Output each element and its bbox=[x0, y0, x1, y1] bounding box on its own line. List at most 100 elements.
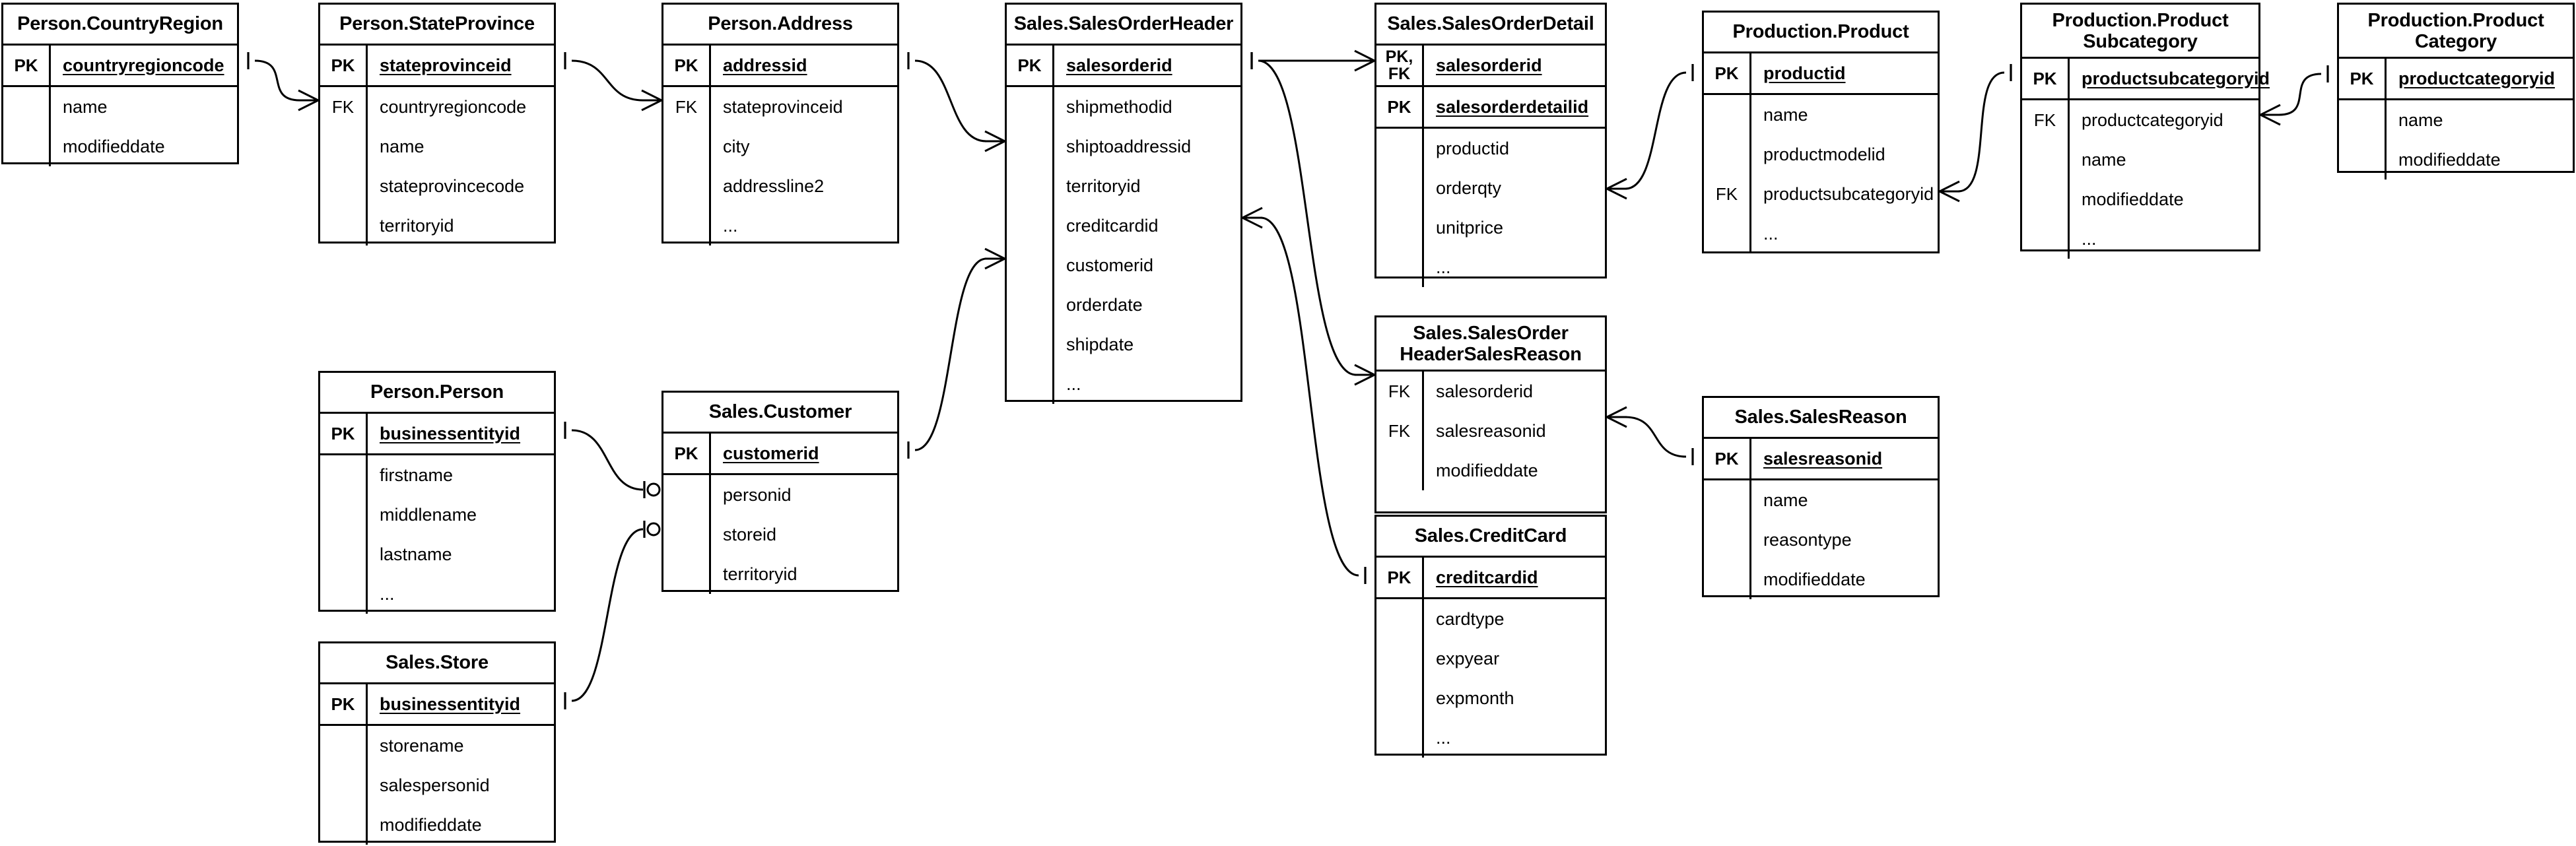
attribute-row[interactable]: shipmethodid bbox=[1054, 87, 1240, 127]
attribute-row[interactable]: shipdate bbox=[1054, 325, 1240, 364]
attribute-row[interactable]: ... bbox=[1054, 364, 1240, 404]
attribute-row[interactable]: unitprice bbox=[1424, 208, 1605, 247]
attribute-row[interactable]: name bbox=[1751, 480, 1938, 520]
key-marker-label: PK bbox=[674, 55, 698, 75]
attribute-row[interactable]: salesorderid bbox=[1424, 46, 1605, 85]
attribute-row[interactable]: expmonth bbox=[1424, 678, 1605, 718]
attribute-row[interactable]: salesorderid bbox=[1054, 46, 1240, 85]
attribute-row[interactable]: ... bbox=[1424, 718, 1605, 758]
attribute-row[interactable]: customerid bbox=[711, 434, 897, 473]
attribute-row[interactable]: stateprovincecode bbox=[368, 166, 554, 206]
attribute-name: modifieddate bbox=[2398, 149, 2501, 170]
attribute-row[interactable]: businessentityid bbox=[368, 684, 554, 724]
attribute-row[interactable]: modifieddate bbox=[2070, 179, 2258, 219]
attribute-row[interactable]: salespersonid bbox=[368, 765, 554, 805]
attribute-name: stateprovinceid bbox=[723, 96, 843, 117]
attribute-row[interactable]: addressid bbox=[711, 46, 897, 85]
connector-store-to-customer bbox=[564, 521, 661, 709]
attribute-row[interactable]: reasontype bbox=[1751, 520, 1938, 560]
attribute-row[interactable]: lastname bbox=[368, 535, 554, 574]
attribute-row[interactable]: territoryid bbox=[368, 206, 554, 245]
key-column bbox=[1376, 129, 1424, 287]
attribute-row[interactable]: productcategoryid bbox=[2070, 100, 2258, 140]
attribute-row[interactable]: modifieddate bbox=[2387, 140, 2573, 179]
entity-title-person_countryregion: Person.CountryRegion bbox=[3, 5, 237, 46]
key-marker-line: PK, bbox=[1385, 47, 1413, 66]
attribute-row[interactable]: storename bbox=[368, 726, 554, 765]
attribute-row[interactable]: modifieddate bbox=[1751, 560, 1938, 599]
attribute-row[interactable]: storeid bbox=[711, 515, 897, 554]
attribute-row[interactable]: countryregioncode bbox=[368, 87, 554, 127]
attribute-row[interactable]: productid bbox=[1424, 129, 1605, 168]
attribute-row[interactable]: modifieddate bbox=[51, 127, 237, 166]
attribute-row[interactable]: ... bbox=[711, 206, 897, 245]
attribute-row[interactable]: name bbox=[2070, 140, 2258, 179]
attribute-row[interactable]: orderdate bbox=[1054, 285, 1240, 325]
attribute-row[interactable]: territoryid bbox=[1054, 166, 1240, 206]
attribute-row[interactable]: businessentityid bbox=[368, 414, 554, 453]
attribute-row[interactable]: name bbox=[2387, 100, 2573, 140]
entity-title-sales_salesreason: Sales.SalesReason bbox=[1704, 398, 1938, 439]
key-column: PK bbox=[663, 46, 711, 85]
attribute-row[interactable]: shiptoaddressid bbox=[1054, 127, 1240, 166]
attribute-row[interactable]: territoryid bbox=[711, 554, 897, 594]
attribute-row[interactable]: salesorderid bbox=[1424, 372, 1605, 411]
attribute-row[interactable]: creditcardid bbox=[1424, 558, 1605, 597]
attribute-row[interactable]: ... bbox=[2070, 219, 2258, 259]
key-marker-none bbox=[320, 535, 366, 574]
attribute-name: productid bbox=[1763, 63, 1846, 83]
attribute-row[interactable]: ... bbox=[1424, 247, 1605, 287]
attribute-row[interactable]: expyear bbox=[1424, 639, 1605, 678]
attribute-row[interactable]: addressline2 bbox=[711, 166, 897, 206]
attribute-row[interactable]: stateprovinceid bbox=[368, 46, 554, 85]
key-column bbox=[663, 475, 711, 594]
attribute-row[interactable]: productmodelid bbox=[1751, 135, 1938, 174]
entity-title-line: Category bbox=[2414, 31, 2497, 53]
attribute-row[interactable]: stateprovinceid bbox=[711, 87, 897, 127]
attribute-row[interactable]: orderqty bbox=[1424, 168, 1605, 208]
attribute-row[interactable]: productsubcategoryid bbox=[1751, 174, 1938, 214]
key-marker-label: PK bbox=[1387, 568, 1411, 587]
key-marker-none bbox=[1376, 718, 1422, 758]
attribute-row[interactable]: modifieddate bbox=[1424, 451, 1605, 490]
attribute-row[interactable]: personid bbox=[711, 475, 897, 515]
attribute-row[interactable]: countryregioncode bbox=[51, 46, 237, 85]
attribute-row[interactable]: ... bbox=[1751, 214, 1938, 253]
attribute-row[interactable]: salesreasonid bbox=[1424, 411, 1605, 451]
attribute-row[interactable]: productcategoryid bbox=[2387, 59, 2573, 98]
attribute-row[interactable]: cardtype bbox=[1424, 599, 1605, 639]
attribute-row[interactable]: modifieddate bbox=[368, 805, 554, 845]
attribute-row[interactable]: salesorderdetailid bbox=[1424, 87, 1605, 127]
attribute-row[interactable]: name bbox=[368, 127, 554, 166]
attribute-row[interactable]: productid bbox=[1751, 53, 1938, 93]
attribute-row[interactable]: name bbox=[51, 87, 237, 127]
attribute-row[interactable]: creditcardid bbox=[1054, 206, 1240, 245]
key-column bbox=[2339, 100, 2387, 179]
attribute-row[interactable]: firstname bbox=[368, 455, 554, 495]
attribute-row[interactable]: city bbox=[711, 127, 897, 166]
attribute-name: cardtype bbox=[1436, 608, 1505, 629]
attribute-row[interactable]: middlename bbox=[368, 495, 554, 535]
attribute-row[interactable]: name bbox=[1751, 95, 1938, 135]
attribute-row[interactable]: customerid bbox=[1054, 245, 1240, 285]
attribute-row[interactable]: productsubcategoryid bbox=[2070, 59, 2270, 98]
attribute-row[interactable]: salesreasonid bbox=[1751, 439, 1938, 478]
attribute-row[interactable]: ... bbox=[368, 574, 554, 614]
